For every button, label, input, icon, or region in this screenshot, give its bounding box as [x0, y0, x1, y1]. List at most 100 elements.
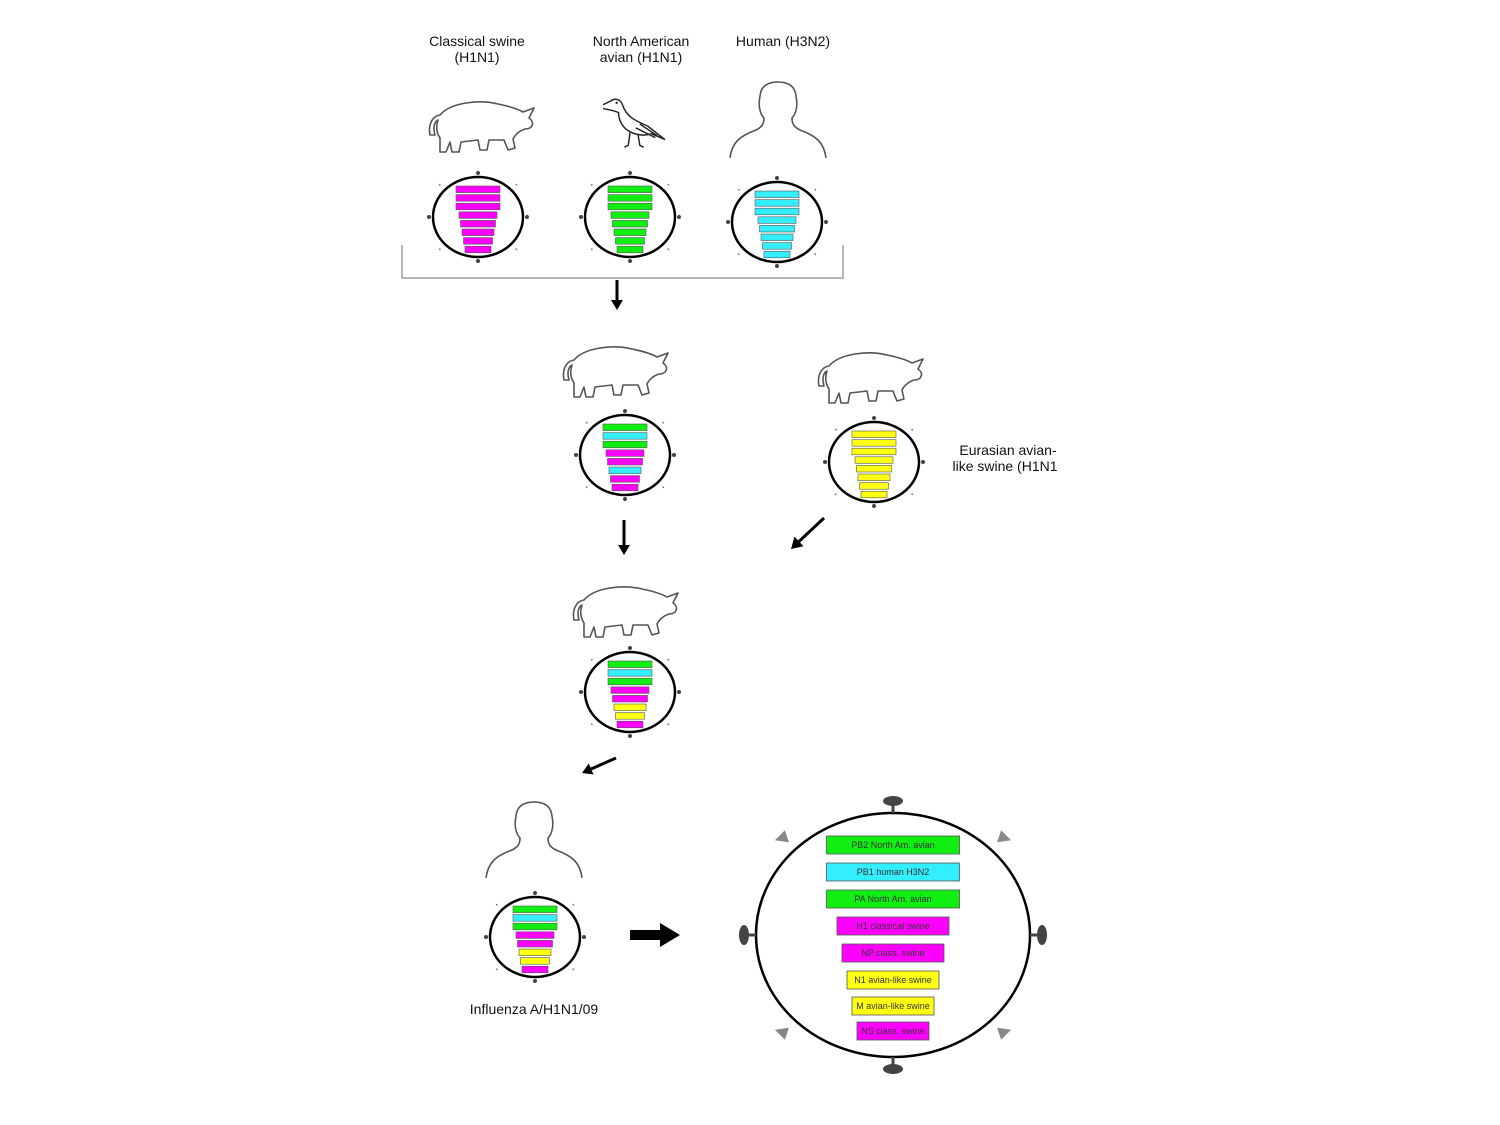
spike-protein-icon — [427, 215, 431, 219]
human-icon — [485, 801, 583, 879]
gene-segment-magenta — [455, 185, 501, 193]
spike-protein-icon — [814, 253, 817, 256]
gene-segment-box — [836, 916, 950, 936]
gene-segment-cyan — [763, 250, 791, 259]
spike-protein-icon — [911, 428, 914, 431]
spike-protein-icon — [590, 658, 593, 661]
gene-segment-magenta — [610, 475, 640, 483]
gene-segment-green — [615, 237, 645, 245]
arrow-icon — [630, 923, 680, 947]
virus-h1n1-09 — [484, 891, 586, 983]
spike-protein-icon — [572, 903, 575, 906]
gene-segment-label: M avian-like swine — [856, 1001, 930, 1011]
gene-segment: PB1 human H3N2 — [826, 862, 960, 882]
spike-protein-icon — [628, 734, 632, 738]
gene-segment-magenta — [612, 695, 648, 703]
gene-segment-green — [610, 211, 650, 219]
gene-segment-cyan — [602, 432, 648, 440]
pig-icon — [817, 352, 924, 404]
gene-segment-green — [512, 922, 558, 931]
gene-segment-green — [607, 185, 653, 193]
virus-eurasian-swine — [823, 416, 925, 508]
spike-protein-icon — [921, 460, 925, 464]
gene-segment-magenta — [616, 720, 644, 729]
gene-segment-magenta — [611, 483, 639, 492]
gene-segment-label: PB2 North Am. avian — [851, 840, 935, 850]
spike-protein-icon — [438, 248, 441, 251]
spike-protein-icon — [834, 493, 837, 496]
spike-protein-icon — [775, 264, 779, 268]
gene-segment-green — [616, 245, 644, 254]
gene-segment-yellow — [518, 948, 552, 956]
spike-protein-icon — [872, 504, 876, 508]
spike-protein-icon — [515, 248, 518, 251]
arrow-head — [618, 545, 630, 555]
header-classical-swine-line1: Classical swine — [429, 33, 525, 49]
gene-segment: H1 classical swine — [836, 916, 950, 936]
gene-segment-green — [512, 905, 558, 913]
spike-protein-icon — [525, 215, 529, 219]
gene-segment-yellow — [851, 430, 897, 438]
gene-segment-green — [612, 220, 648, 228]
spike-protein-icon — [834, 428, 837, 431]
gene-segment: PB2 North Am. avian — [826, 835, 960, 855]
gene-segment-box — [856, 1021, 930, 1041]
arrow-head — [660, 923, 680, 947]
spike-protein-icon — [667, 183, 670, 186]
spike-protein-icon — [533, 891, 537, 895]
arrow-icon — [582, 756, 617, 775]
gene-segment-magenta — [458, 211, 498, 219]
spike-protein-icon — [476, 171, 480, 175]
spike-protein-icon — [672, 453, 676, 457]
neuraminidase-spike-icon — [997, 1027, 1012, 1040]
spike-protein-icon — [628, 646, 632, 650]
gene-segment-magenta — [521, 965, 549, 974]
spike-protein-icon — [739, 925, 749, 945]
gene-segment-cyan — [608, 466, 642, 474]
gene-segment-cyan — [754, 199, 800, 207]
gene-segment: N1 avian-like swine — [846, 970, 940, 990]
spike-protein-icon — [533, 979, 537, 983]
spike-protein-icon — [438, 183, 441, 186]
gene-segment-box — [826, 862, 960, 882]
header-classical-swine-line2: (H1N1) — [454, 49, 499, 65]
spike-protein-icon — [574, 453, 578, 457]
spike-protein-icon — [726, 220, 730, 224]
gene-segment-magenta — [460, 220, 496, 228]
gene-segment-cyan — [754, 190, 800, 198]
gene-segment-box — [846, 970, 940, 990]
gene-segment-cyan — [759, 225, 795, 233]
arrow-head — [582, 763, 594, 775]
spike-protein-icon — [628, 171, 632, 175]
arrow-icon — [618, 520, 630, 555]
gene-segment-box — [851, 996, 935, 1016]
spike-protein-icon — [775, 176, 779, 180]
header-na-avian-line2: avian (H1N1) — [600, 49, 682, 65]
spike-protein-icon — [911, 493, 914, 496]
gene-segment-yellow — [859, 482, 889, 490]
gene-segment-yellow — [856, 465, 892, 473]
spike-protein-icon — [883, 1064, 903, 1074]
bird-icon — [602, 98, 666, 149]
spike-protein-icon — [572, 968, 575, 971]
arrow-head — [791, 536, 804, 549]
spike-protein-icon — [667, 658, 670, 661]
gene-segment-label: NP class. swine — [861, 948, 924, 958]
spike-protein-icon — [590, 723, 593, 726]
gene-segment-magenta — [463, 237, 493, 245]
spike-protein-icon — [823, 460, 827, 464]
gene-segment-box — [841, 943, 945, 963]
gene-segment-cyan — [760, 233, 794, 241]
gene-segment-cyan — [607, 669, 653, 677]
gene-segment-magenta — [455, 194, 501, 202]
arrow-shaft — [590, 756, 617, 771]
gene-segment-yellow — [615, 712, 645, 720]
virus-human-h3n2 — [726, 176, 828, 268]
gene-segment-box — [826, 889, 960, 909]
gene-segment-magenta — [464, 245, 492, 254]
header-na-avian-line1: North American — [593, 33, 689, 49]
human-icon — [729, 81, 827, 159]
gene-segment-magenta — [607, 458, 643, 466]
gene-segment-label: N1 avian-like swine — [854, 975, 932, 985]
